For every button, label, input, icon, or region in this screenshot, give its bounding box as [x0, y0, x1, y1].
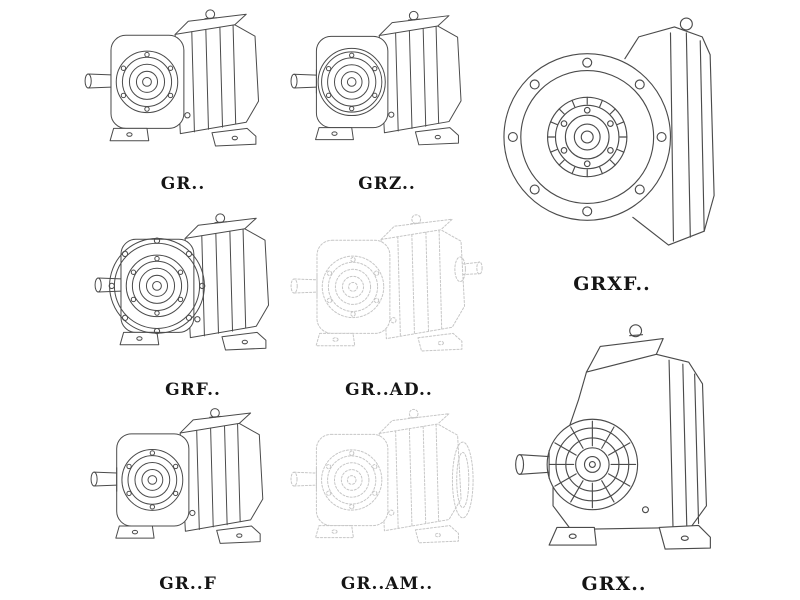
figure-grxf: GRXF.. [498, 2, 726, 296]
gearbox-iso-adapter-drawing-ghost [288, 208, 483, 378]
figure-gr-f: GR..F [88, 400, 288, 596]
figure-label: GR..F [159, 574, 217, 594]
figure-grz: GRZ.. [288, 4, 486, 196]
figure-gr-am: GR..AM.. [288, 400, 486, 596]
figure-gr: GR.. [82, 4, 284, 196]
figure-label: GR.. [160, 174, 206, 194]
gearbox-flange-front-drawing [498, 2, 726, 272]
gearbox-iso-drawing [82, 4, 284, 172]
gearbox-iso-flange-drawing [92, 206, 294, 378]
figure-grf: GRF.. [92, 206, 294, 402]
figure-label: GRZ.. [358, 174, 416, 194]
figure-label: GR..AD.. [345, 380, 433, 400]
gearbox-iso-output-flange-drawing-ghost [288, 400, 474, 572]
figure-grx: GRX.. [496, 296, 732, 596]
gearbox-iso-drawing [88, 400, 288, 572]
gearbox-large-iso-drawing [496, 296, 732, 572]
figure-label: GR..AM.. [340, 574, 434, 594]
figure-label: GRX.. [581, 573, 647, 595]
gearbox-iso-drawing [288, 4, 486, 172]
figure-gr-ad: GR..AD.. [288, 208, 490, 402]
figure-label: GRF.. [165, 380, 221, 400]
figure-label: GRXF.. [573, 273, 651, 295]
